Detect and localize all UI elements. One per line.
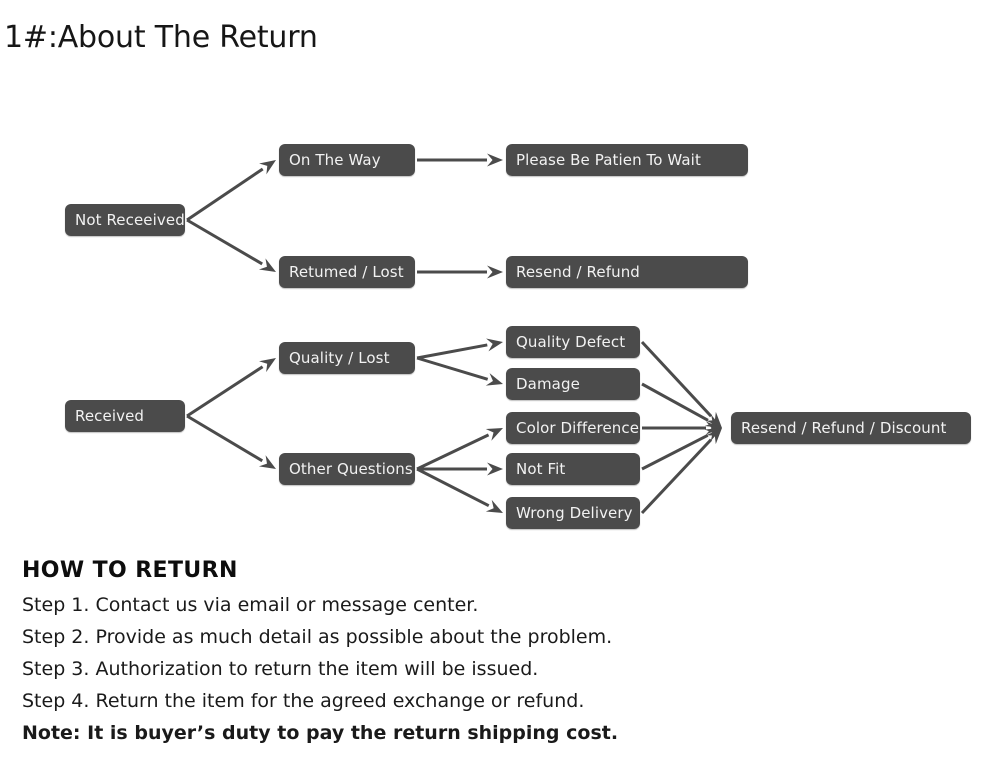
return-note-line: Note: It is buyer’s duty to pay the retu… <box>22 722 619 744</box>
flow-node-not-fit: Not Fit <box>506 453 640 485</box>
flow-edge-other-questions-to-color-difference-line <box>416 433 490 471</box>
flow-node-received: Received <box>65 400 185 432</box>
flow-node-damage: Damage <box>506 368 640 400</box>
flow-edge-quality-lost-to-quality-defect-line <box>416 343 488 360</box>
flow-node-resend-refund: Resend / Refund <box>506 256 748 288</box>
flow-node-quality-defect: Quality Defect <box>506 326 640 358</box>
flow-edge-other-questions-to-wrong-delivery-line <box>416 467 490 508</box>
flow-edge-received-to-other-questions-arrowhead <box>258 455 276 469</box>
flow-edge-on-the-way-to-please-wait-arrowhead <box>487 153 503 167</box>
flow-node-returned-lost: Retumed / Lost <box>279 256 415 288</box>
flow-edge-quality-defect-to-resend-refund-discount-line <box>640 340 713 418</box>
how-to-return-steps: Step 1. Contact us via email or message … <box>22 589 972 749</box>
page-title: 1#:About The Return <box>4 20 318 55</box>
flow-edge-other-questions-to-wrong-delivery-arrowhead <box>485 499 503 513</box>
flow-edge-not-received-to-on-the-way-line <box>186 167 264 222</box>
flow-edge-damage-to-resend-refund-discount-line <box>641 382 709 422</box>
flow-edge-quality-lost-to-quality-defect-arrowhead <box>486 338 503 352</box>
flow-node-quality-lost: Quality / Lost <box>279 342 415 374</box>
flow-node-resend-refund-discount: Resend / Refund / Discount <box>731 412 971 444</box>
flow-edge-not-received-to-returned-lost-arrowhead <box>258 258 276 272</box>
flow-edge-other-questions-to-color-difference-arrowhead <box>485 428 503 441</box>
flow-edge-wrong-delivery-to-resend-refund-discount-line <box>640 438 713 515</box>
flow-edge-received-to-quality-lost-arrowhead <box>259 358 276 373</box>
flowchart-arrows-layer <box>186 153 722 515</box>
flow-edge-quality-lost-to-damage-arrowhead <box>485 373 503 386</box>
how-to-return-heading: HOW TO RETURN <box>22 558 238 583</box>
flow-node-color-difference: Color Difference <box>506 412 640 444</box>
return-step-line: Step 3. Authorization to return the item… <box>22 658 539 680</box>
flow-edge-other-questions-to-not-fit-arrowhead <box>487 462 503 476</box>
flow-edge-quality-lost-to-damage-line <box>416 356 489 381</box>
flow-node-please-wait: Please Be Patien To Wait <box>506 144 748 176</box>
flow-node-other-questions: Other Questions <box>279 453 415 485</box>
flow-edge-received-to-quality-lost-line <box>186 365 264 418</box>
how-to-return-section: HOW TO RETURN Step 1. Contact us via ema… <box>22 558 972 749</box>
flow-node-on-the-way: On The Way <box>279 144 415 176</box>
return-step-line: Step 4. Return the item for the agreed e… <box>22 690 585 712</box>
flow-edge-not-received-to-on-the-way-arrowhead <box>259 160 276 175</box>
return-step-line: Step 1. Contact us via email or message … <box>22 594 479 616</box>
flow-edge-wrong-delivery-to-resend-refund-discount-arrowhead <box>706 428 722 445</box>
flow-edge-received-to-other-questions-line <box>186 414 264 463</box>
flow-edge-not-fit-to-resend-refund-discount-line <box>641 433 709 471</box>
flow-node-not-received: Not Receeived <box>65 204 185 236</box>
flow-edge-returned-lost-to-resend-refund-arrowhead <box>487 265 503 279</box>
flow-edge-not-received-to-returned-lost-line <box>186 218 263 266</box>
flow-node-wrong-delivery: Wrong Delivery <box>506 497 640 529</box>
return-step-line: Step 2. Provide as much detail as possib… <box>22 626 613 648</box>
